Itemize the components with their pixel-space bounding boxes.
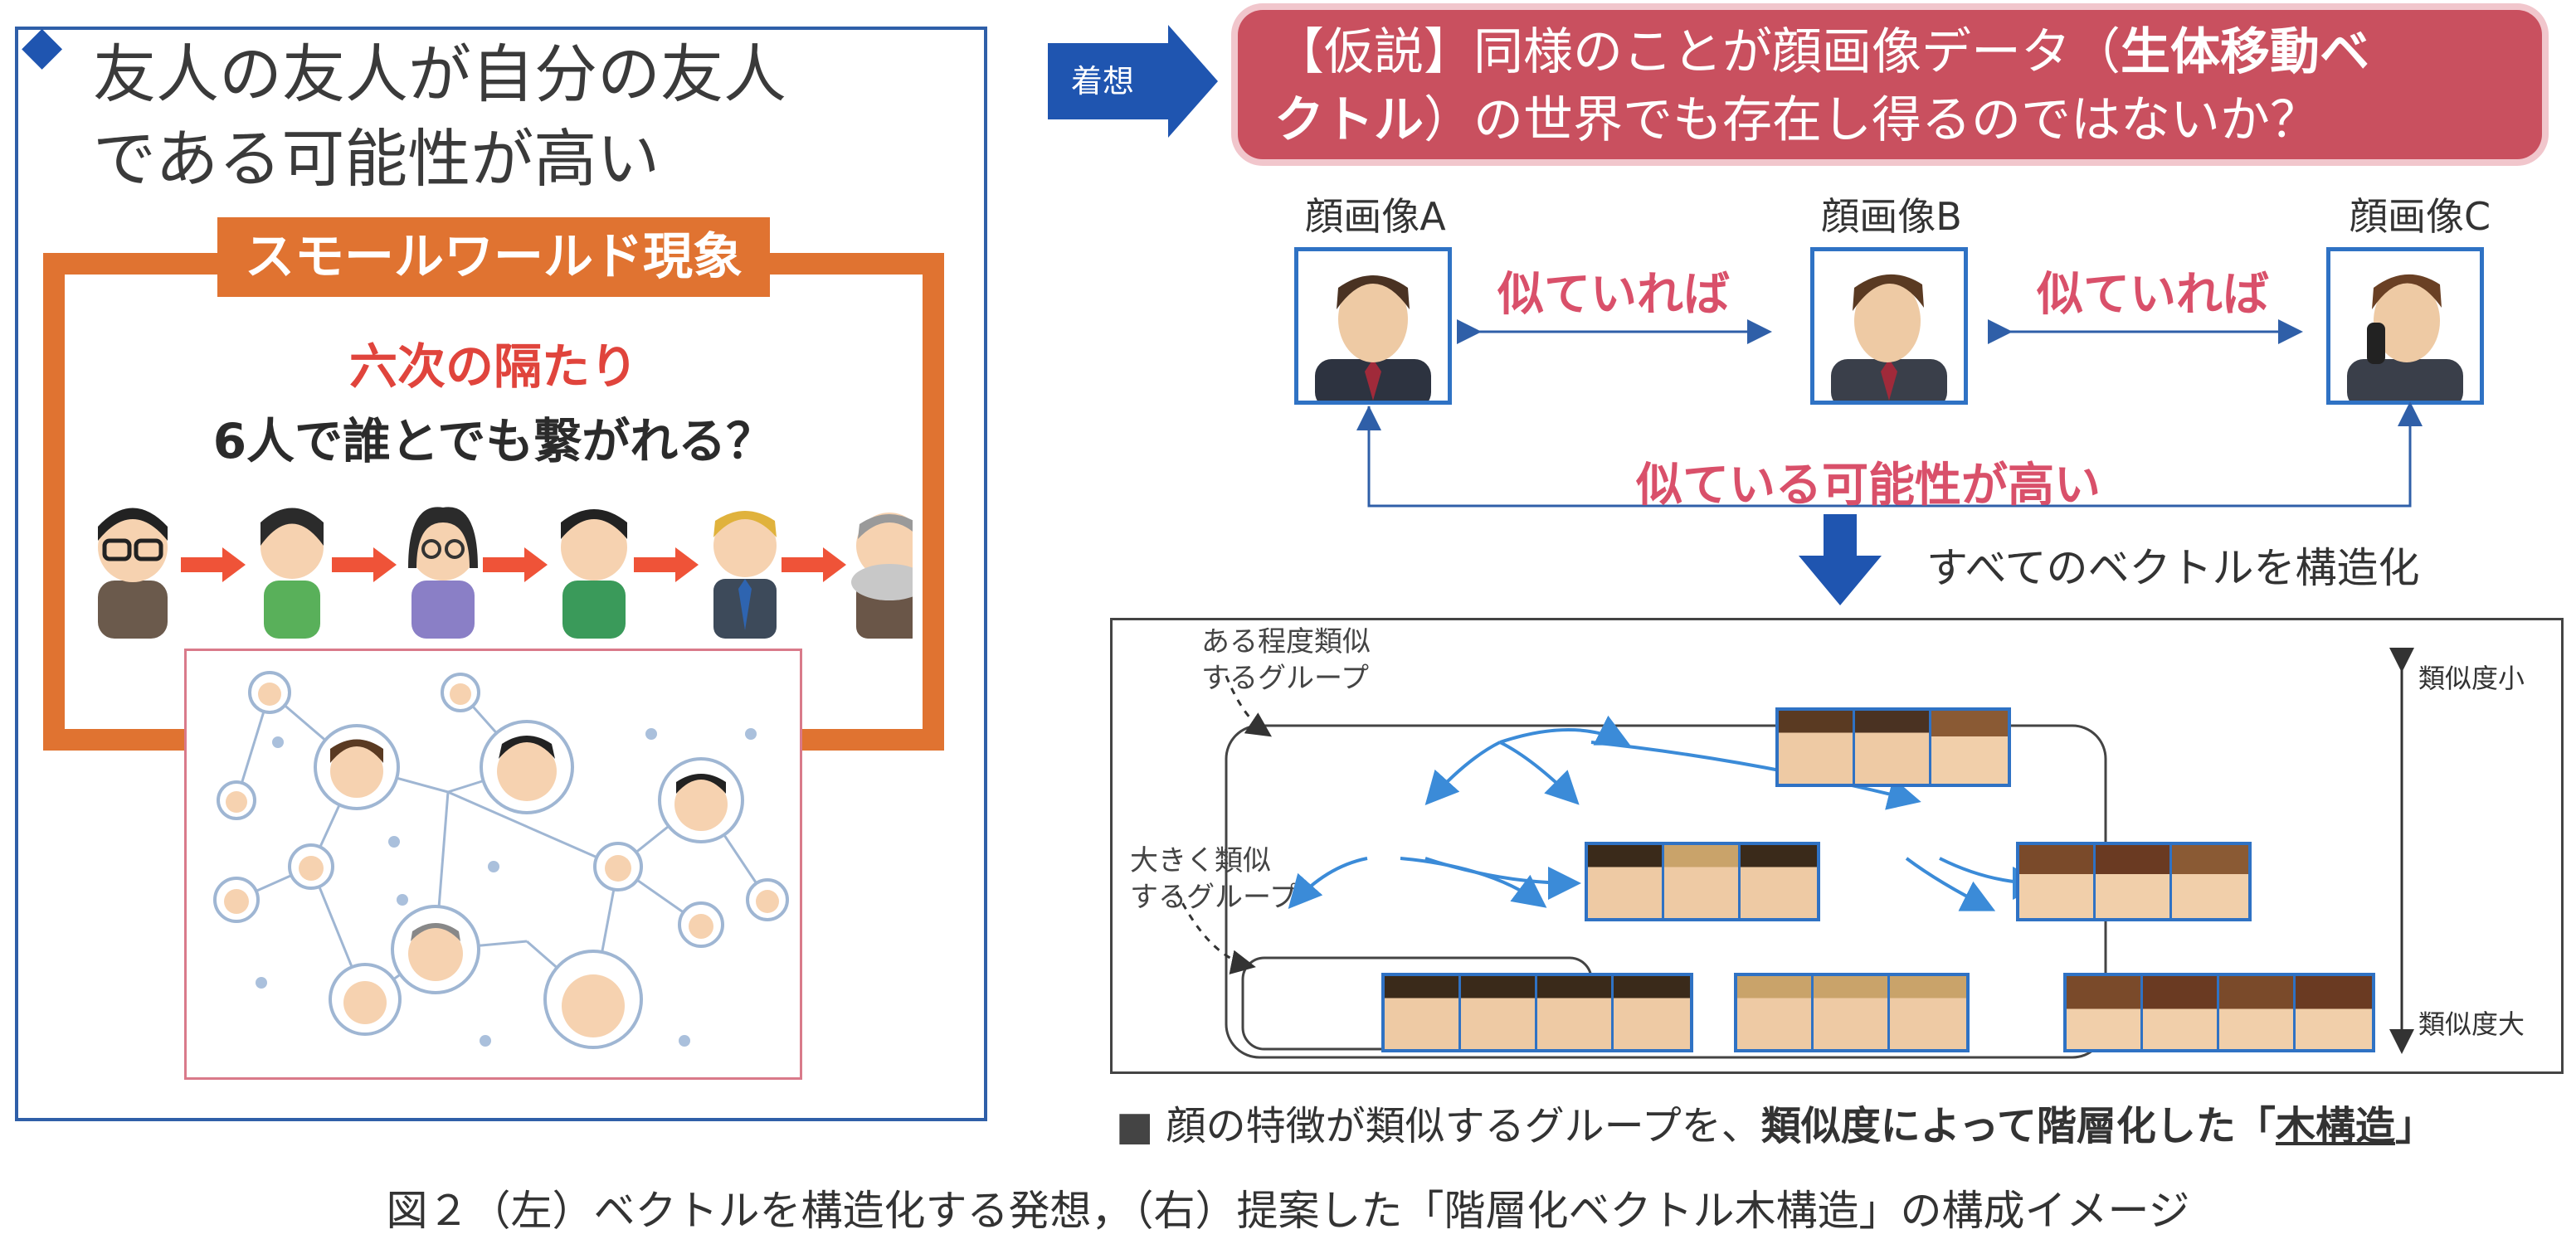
hypothesis-suffix: ）の世界でも存在し得るのではないか？: [1424, 91, 2320, 149]
person-businessman-icon: [713, 511, 777, 639]
structure-all-label: すべてのベクトルを構造化: [1926, 544, 2420, 592]
face-thumb: [1385, 976, 1461, 1049]
face-thumb: [2096, 845, 2172, 918]
hypothesis-prefix: 【仮説】同様のことが顔画像データ（: [1274, 23, 2121, 81]
face-thumb: [1855, 711, 1931, 784]
scale-high-similarity: 類似度大: [2418, 1008, 2525, 1040]
hypothesis-bold-2: クトル: [1274, 91, 1424, 149]
scale-low-similarity: 類似度小: [2418, 663, 2525, 694]
diamond-bullet-icon: ◆: [22, 15, 63, 76]
social-network-illustration: [184, 649, 802, 1080]
arrow-right-icon: [1168, 25, 1218, 138]
group-men: [1585, 842, 1820, 921]
idea-tag: 着想: [1048, 43, 1172, 119]
face-thumb: [1890, 976, 1966, 1049]
face-thumb: [2143, 976, 2219, 1049]
man-face-icon: [1831, 274, 1947, 401]
face-thumb: [2019, 845, 2096, 918]
six-degrees-question: 6人で誰とでも繋がれる？: [212, 413, 775, 469]
face-thumb: [1741, 845, 1817, 918]
face-thumb: [2172, 845, 2248, 918]
similar-if-label-1: 似ていれば: [1497, 268, 1730, 322]
group-dark-hair-men: [1381, 973, 1693, 1052]
face-thumb: [1537, 976, 1614, 1049]
face-thumb: [1779, 711, 1855, 784]
face-thumb: [1814, 976, 1890, 1049]
face-image-b: [1810, 247, 1968, 405]
face-thumb: [1737, 976, 1814, 1049]
face-thumb: [2219, 976, 2296, 1049]
face-thumb: [1614, 976, 1690, 1049]
face-image-c: [2326, 247, 2484, 405]
network-graph: [213, 671, 789, 1049]
face-label-a: 顔画像A: [1305, 194, 1446, 239]
person-girl-icon: [261, 508, 324, 639]
similar-if-label-2: 似ていれば: [2037, 268, 2269, 322]
face-thumb: [1931, 711, 2008, 784]
hypothesis-box: 【仮説】同様のことが顔画像データ（生体移動ベ クトル）の世界でも存在し得るのでは…: [1238, 10, 2542, 159]
person-boy-icon: [561, 509, 627, 639]
group-blond-men: [1734, 973, 1970, 1052]
group-root: [1775, 707, 2011, 787]
face-label-b: 顔画像B: [1821, 194, 1962, 239]
man-face-icon: [1315, 275, 1431, 401]
similarity-arrows: [1356, 319, 2423, 508]
face-thumb: [1588, 845, 1664, 918]
group-women: [2016, 842, 2252, 921]
group-long-hair-women: [2063, 973, 2375, 1052]
likely-similar-label: 似ている可能性が高い: [1636, 459, 2101, 513]
face-label-c: 顔画像C: [2349, 194, 2491, 239]
small-world-label: スモールワールド現象: [217, 217, 770, 297]
six-degrees-title: 六次の隔たり: [348, 338, 638, 395]
face-thumb: [2296, 976, 2372, 1049]
arrow-down-icon: [1799, 514, 1882, 605]
square-bullet-icon: ■: [1116, 1103, 1154, 1149]
man-on-phone-icon: [2347, 274, 2463, 401]
face-thumb: [2067, 976, 2143, 1049]
note-largely-similar: 大きく類似 するグループ: [1130, 844, 1298, 914]
point-line-2: である可能性が高い: [93, 122, 660, 196]
hypothesis-bold-1: 生体移動ベ: [2121, 23, 2369, 81]
person-woman-glasses-icon: [408, 507, 478, 639]
person-glasses-man-icon: [98, 508, 168, 639]
point-line-1: 友人の友人が自分の友人: [93, 37, 786, 111]
face-thumb: [1664, 845, 1741, 918]
person-chain: [98, 507, 913, 639]
figure-caption: 図２（左）ベクトルを構造化する発想，（右）提案した「階層化ベクトル木構造」の構成…: [386, 1187, 2190, 1235]
note-somewhat-similar: ある程度類似 するグループ: [1201, 625, 1371, 695]
tree-caption: ■ 顔の特徴が類似するグループを、類似度によって階層化した「木構造」: [1116, 1103, 2435, 1149]
face-thumb: [1461, 976, 1537, 1049]
face-image-a: [1294, 247, 1452, 405]
person-old-man-icon: [851, 513, 913, 639]
